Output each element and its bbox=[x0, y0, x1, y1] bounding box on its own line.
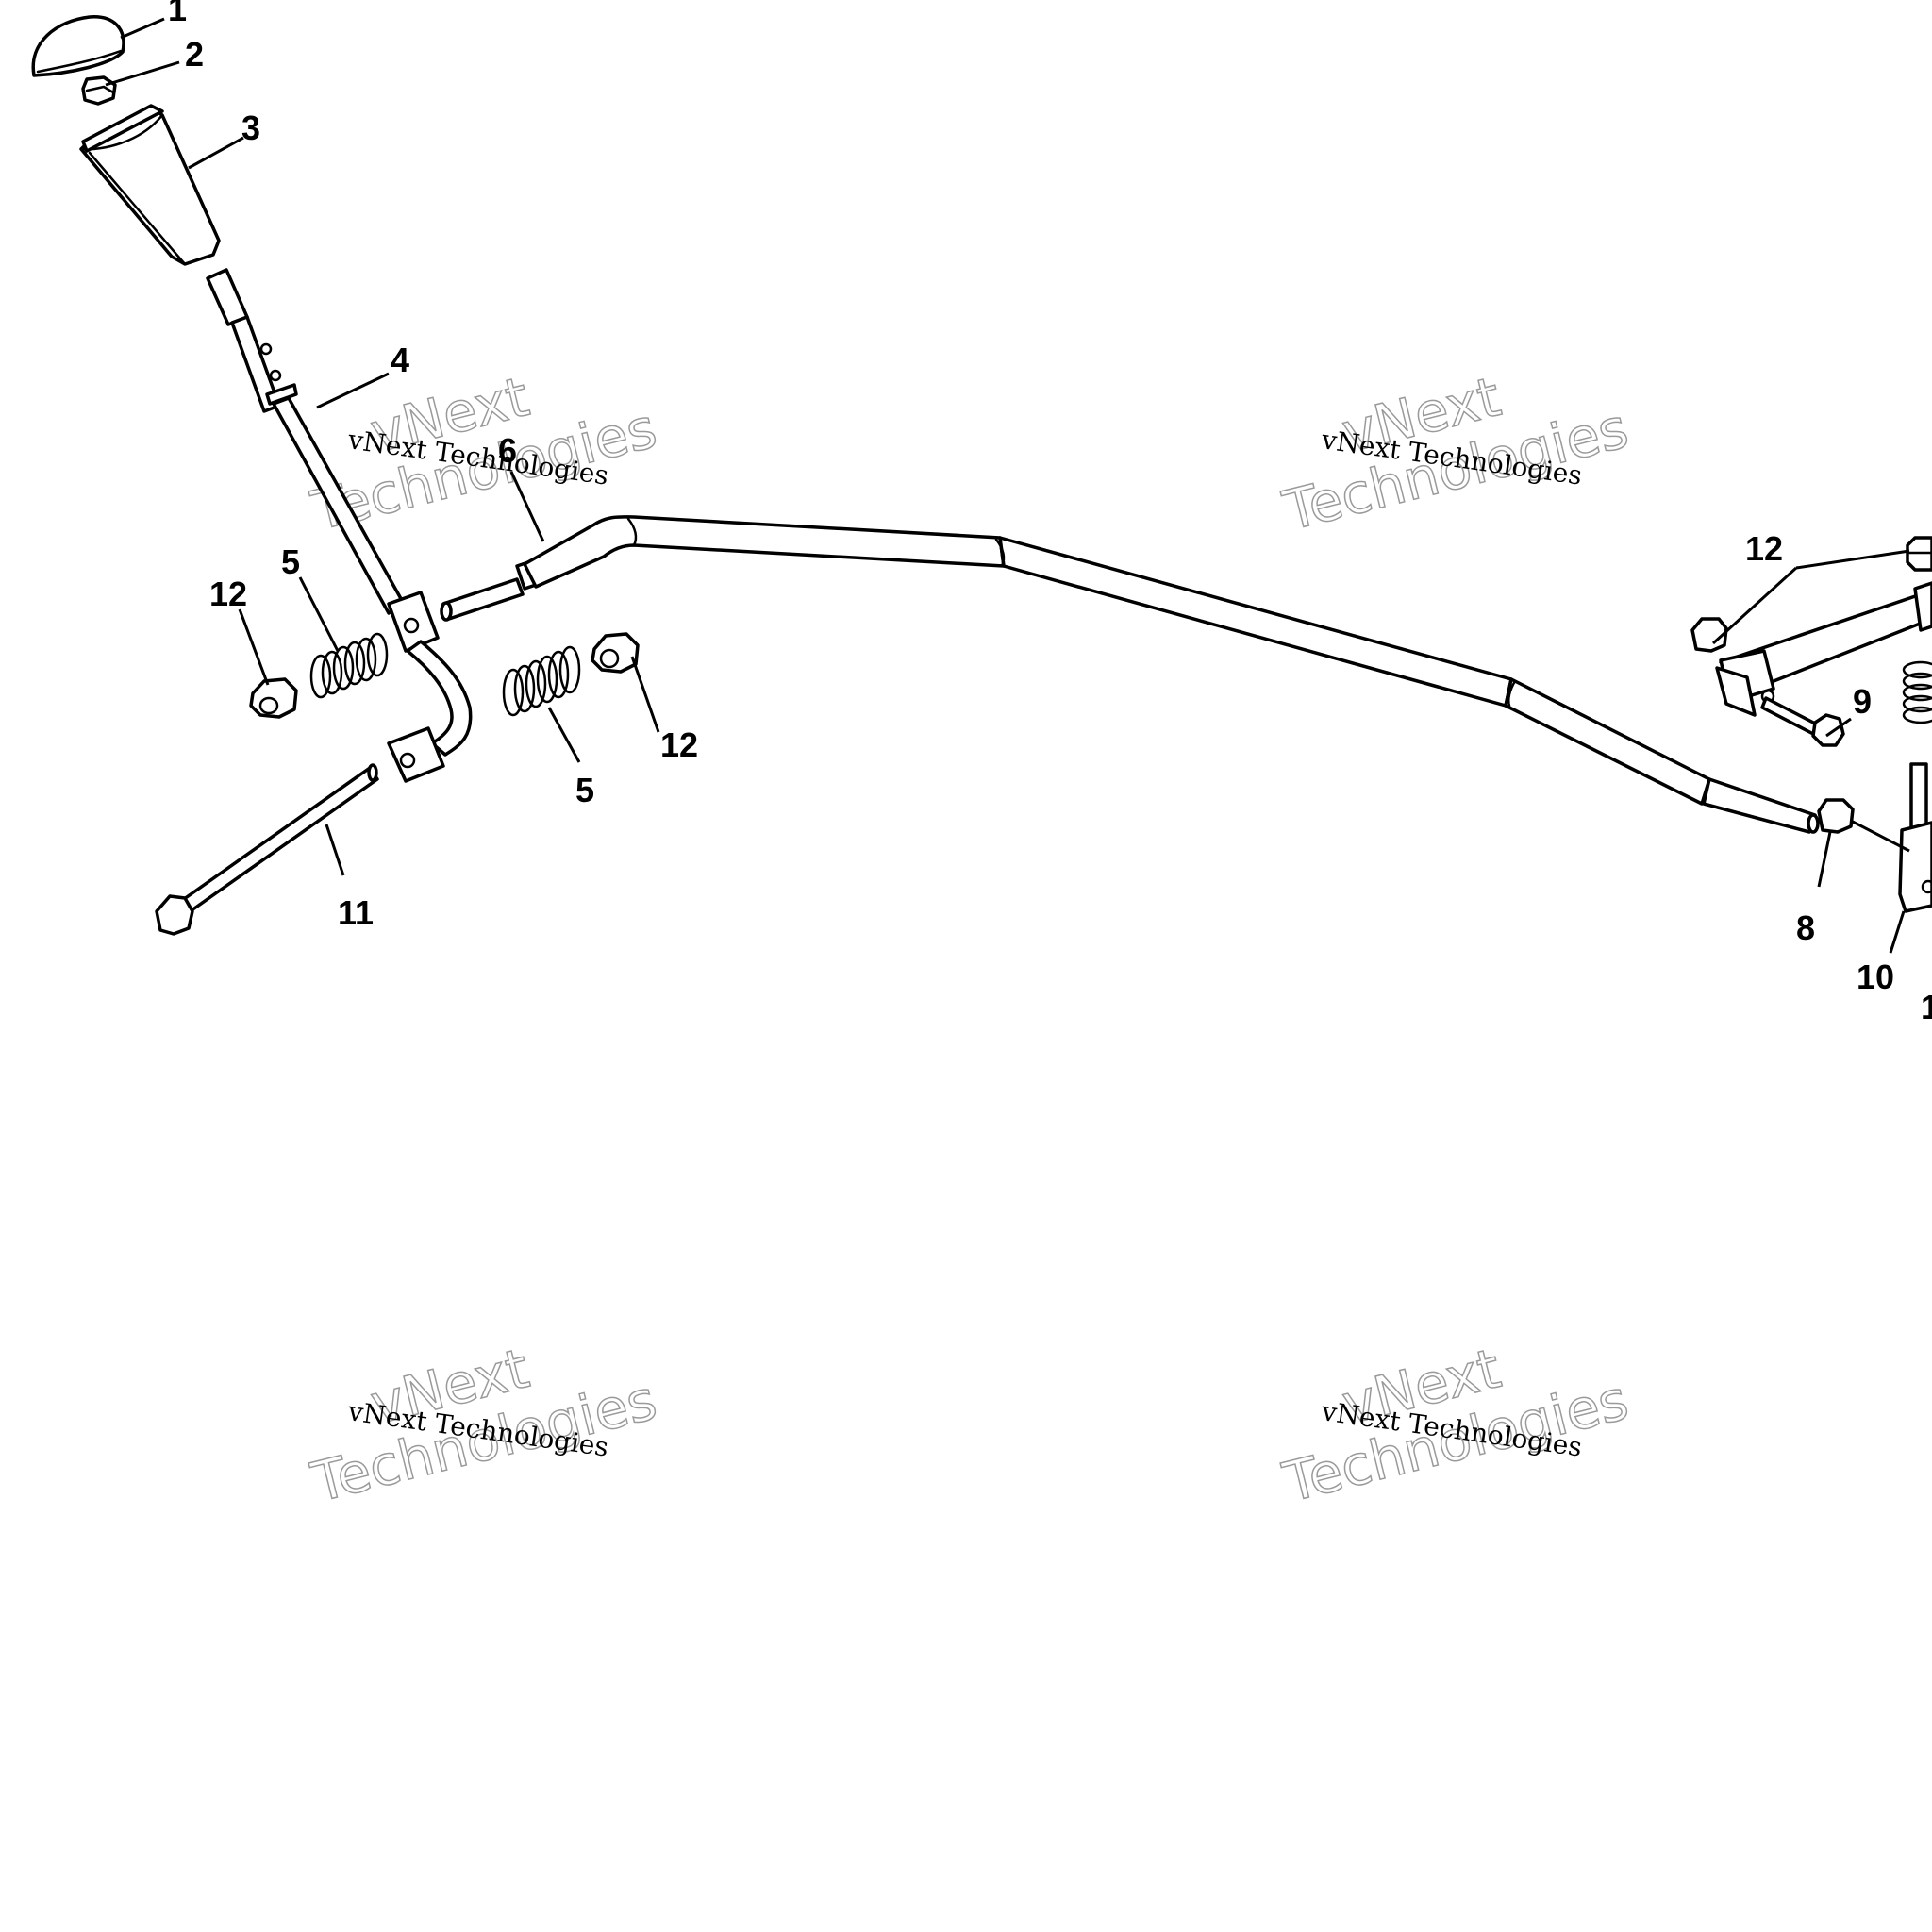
part-nut-middle bbox=[591, 632, 640, 674]
callout-11: 11 bbox=[338, 893, 374, 932]
callout-5-upper: 5 bbox=[281, 542, 300, 581]
part-right-lever bbox=[1715, 581, 1932, 717]
leader-lines bbox=[105, 17, 1910, 954]
part-nut-8 bbox=[1817, 798, 1855, 834]
part-knob-cap bbox=[31, 15, 125, 77]
callout-1-right: 1 bbox=[1921, 988, 1932, 1026]
callout-2: 2 bbox=[185, 35, 204, 74]
part-nut-small bbox=[81, 75, 117, 106]
watermark-top-right: vNext Technologies bbox=[1276, 363, 1635, 543]
callout-1: 1 bbox=[168, 0, 187, 28]
part-spring-left bbox=[309, 632, 389, 699]
watermark-bottom-left: vNext Technologies bbox=[305, 1335, 663, 1515]
part-nut-left bbox=[249, 677, 298, 719]
callout-12-right: 12 bbox=[1745, 529, 1783, 568]
part-spring-right-vertical bbox=[1902, 660, 1932, 724]
callout-12-middle: 12 bbox=[660, 725, 698, 764]
part-nut-right-upper bbox=[1690, 617, 1728, 653]
callout-10: 10 bbox=[1857, 958, 1894, 996]
part-nut-right-top bbox=[1906, 536, 1932, 572]
callout-9: 9 bbox=[1853, 682, 1872, 721]
part-shift-lever bbox=[206, 268, 473, 783]
part-shift-rod bbox=[440, 515, 1820, 834]
part-spring-right bbox=[502, 645, 581, 717]
callout-5-lower: 5 bbox=[575, 771, 594, 809]
callout-6: 6 bbox=[498, 431, 517, 470]
callout-3: 3 bbox=[242, 108, 260, 147]
part-shift-knob bbox=[79, 104, 221, 266]
watermark-bottom-right: vNext Technologies bbox=[1276, 1335, 1635, 1515]
callout-12-left: 12 bbox=[209, 575, 247, 613]
callout-8: 8 bbox=[1796, 908, 1815, 947]
part-long-bolt bbox=[155, 763, 379, 936]
part-shaft-10 bbox=[1898, 762, 1932, 913]
part-bolt-9 bbox=[1760, 696, 1845, 747]
callout-4: 4 bbox=[391, 341, 409, 379]
